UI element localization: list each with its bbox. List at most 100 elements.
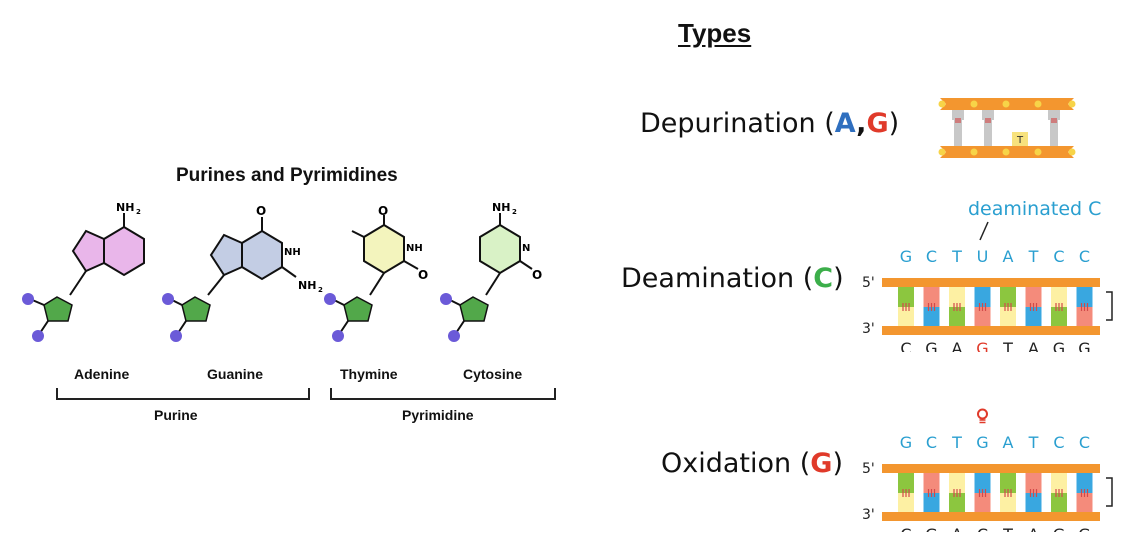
- strand-top-base: A: [1003, 433, 1014, 452]
- strand-top-base: T: [1028, 433, 1039, 452]
- base-pair-bottom: [974, 307, 991, 326]
- guanine-sugar: [162, 293, 211, 342]
- deaminated-c-callout: deaminated C: [968, 198, 1102, 220]
- base-pair-top: [1051, 473, 1067, 493]
- base-pair-top: [898, 287, 914, 307]
- types-heading: Types: [678, 18, 752, 48]
- adenine-ring-fill: [104, 227, 144, 275]
- base-pair-top: [1025, 473, 1042, 493]
- base-pair-bottom: [923, 493, 940, 512]
- base-pair-bottom: [898, 307, 914, 326]
- cytosine-sugar: [440, 293, 489, 342]
- guanine-o-label: O: [256, 204, 266, 218]
- deamination-label: Deamination (C): [621, 263, 844, 294]
- base-pair-bottom: [1000, 307, 1016, 326]
- molecule-name-guanine: Guanine: [207, 366, 264, 382]
- guanine-ring-fill: [242, 231, 282, 279]
- group-name-purine: Purine: [154, 407, 198, 423]
- adenine-nh2-sub: 2: [136, 208, 141, 216]
- strand-top-base: C: [1079, 247, 1090, 266]
- guanine-nh2-sub: 2: [318, 286, 323, 294]
- strand-bottom-base: T: [1002, 339, 1013, 352]
- strand-bottom-base: C: [977, 525, 988, 532]
- callout-pointer: [979, 221, 989, 241]
- label-3-prime: 3': [862, 321, 875, 337]
- oxidation-mark: [977, 408, 988, 420]
- strand-top-base: G: [900, 433, 912, 452]
- adenine-sugar: [22, 293, 73, 342]
- strand-bottom-base: G: [976, 339, 988, 352]
- guanine-nh-label: NH: [284, 247, 301, 258]
- depurination-missing-base: T: [1016, 135, 1024, 146]
- base-pair-bottom: [1025, 493, 1042, 512]
- strand-bottom-base: C: [900, 525, 911, 532]
- molecules-title: Purines and Pyrimidines: [176, 165, 398, 186]
- base-pair-bottom: [1076, 493, 1093, 512]
- strand-top-base: C: [1053, 247, 1064, 266]
- molecule-structures: NH 2 O NH NH 2 O NH O: [22, 201, 542, 342]
- strand-top-base: A: [1003, 247, 1014, 266]
- group-name-pyrimidine: Pyrimidine: [402, 407, 474, 423]
- cytosine-n-label: N: [522, 243, 530, 254]
- cytosine-nh2-sub: 2: [512, 208, 517, 216]
- thymine-o-top-label: O: [378, 204, 388, 218]
- base-pair-top: [949, 287, 965, 307]
- depurination-base-a: A: [834, 108, 857, 139]
- base-pair-bottom: [949, 307, 965, 326]
- base-pair-bottom: [1000, 493, 1016, 512]
- strand-top-base: C: [926, 433, 937, 452]
- base-pair-top: [949, 473, 965, 493]
- strand-bracket: [1106, 291, 1113, 321]
- strand-bottom-base: G: [925, 339, 937, 352]
- thymine-structure: O NH O: [351, 204, 428, 296]
- base-pair-top: [1000, 287, 1016, 307]
- cytosine-nh2-label: NH: [492, 201, 510, 214]
- strand-bottom-base: G: [1078, 525, 1090, 532]
- strand-top-base: C: [926, 247, 937, 266]
- cytosine-o-label: O: [532, 268, 542, 282]
- pyrimidine-bracket: [330, 388, 556, 400]
- label-5-prime: 5': [862, 461, 875, 477]
- deamination-base-c: C: [813, 263, 834, 294]
- strand-top-base: T: [951, 247, 962, 266]
- strand-bracket: [1106, 477, 1113, 507]
- base-pair-bottom: [898, 493, 914, 512]
- strand-bottom-base: C: [900, 339, 911, 352]
- thymine-sugar: [324, 293, 373, 342]
- base-pair-top: [923, 287, 940, 307]
- strand-bottom-base: A: [952, 525, 963, 532]
- base-pair-top: [1000, 473, 1016, 493]
- guanine-nh2-label: NH: [298, 279, 316, 292]
- adenine-nh2-label: NH: [116, 201, 134, 214]
- base-pair-bottom: [1076, 307, 1093, 326]
- top-backbone: [882, 464, 1100, 473]
- base-pair-top: [898, 473, 914, 493]
- strand-top-base: T: [1028, 247, 1039, 266]
- molecule-name-thymine: Thymine: [340, 366, 398, 382]
- oxidation-label: Oxidation (G): [661, 448, 843, 479]
- strand-bottom-base: G: [1053, 339, 1065, 352]
- top-backbone: [882, 278, 1100, 287]
- purine-bracket: [56, 388, 310, 400]
- strand-bottom-base: G: [925, 525, 937, 532]
- molecule-name-adenine: Adenine: [74, 366, 130, 382]
- base-pair-top: [974, 473, 991, 493]
- adenine-ring-fill-5: [73, 231, 104, 271]
- cytosine-structure: NH 2 N O: [479, 201, 542, 296]
- strand-top-base: G: [976, 433, 988, 452]
- label-5-prime: 5': [862, 275, 875, 291]
- strand-top-base: C: [1079, 433, 1090, 452]
- base-pair-top: [923, 473, 940, 493]
- depurination-base-g: G: [866, 108, 889, 139]
- base-pair-bottom: [1051, 493, 1067, 512]
- base-pair-top: [974, 287, 991, 307]
- oxidation-base-g: G: [810, 448, 833, 479]
- strand-top-base: T: [951, 433, 962, 452]
- depurination-label: Depurination (A,G): [640, 108, 900, 139]
- depurination-illustration: T: [938, 98, 1076, 158]
- thymine-o-right-label: O: [418, 268, 428, 282]
- base-pair-bottom: [923, 307, 940, 326]
- strand-bottom-base: A: [1028, 339, 1039, 352]
